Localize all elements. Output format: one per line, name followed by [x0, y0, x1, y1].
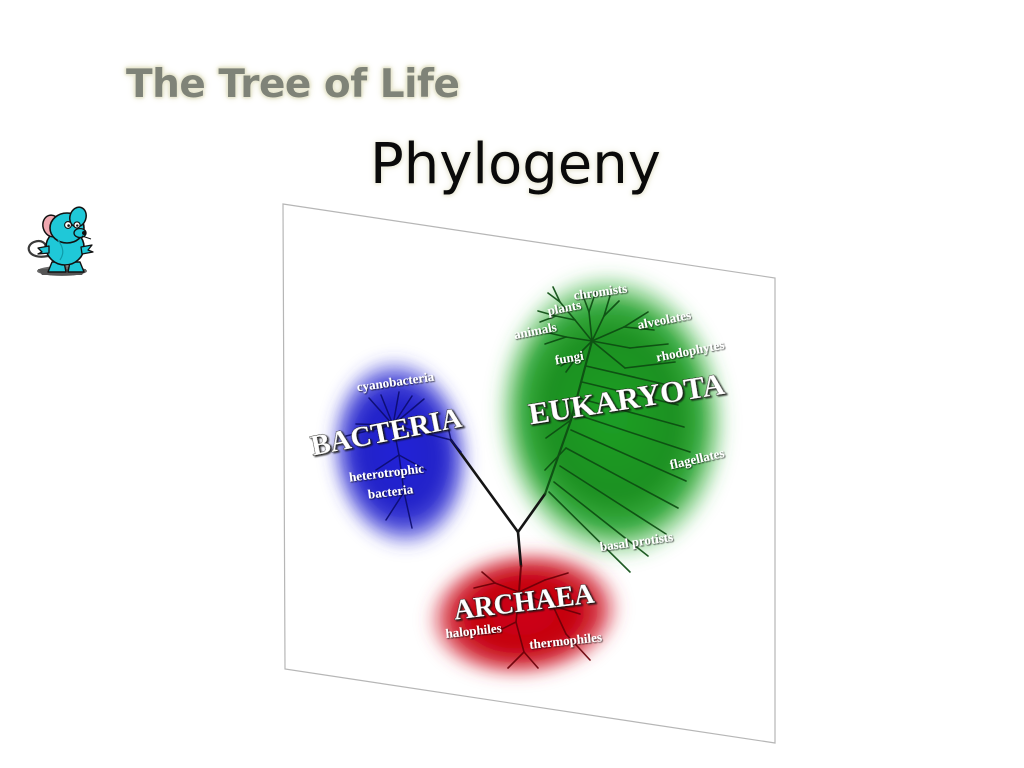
archaea-branches	[473, 565, 591, 669]
cartoon-mouse-clipart	[18, 200, 100, 282]
eukaryota-labels: chromists plants animals fungi alveolate…	[512, 280, 725, 554]
page-subtitle: Phylogeny	[370, 132, 661, 197]
label-animals: animals	[512, 319, 557, 342]
diagram-frame	[282, 203, 776, 744]
label-alveolates: alveolates	[636, 307, 692, 332]
label-flagellates: flagellates	[668, 445, 726, 472]
tree-root-branches	[449, 438, 547, 568]
label-halophiles: halophiles	[445, 620, 503, 641]
bacteria-domain-blob	[327, 355, 473, 551]
label-plants: plants	[546, 297, 582, 318]
page-title: The Tree of Life	[126, 62, 460, 107]
bacteria-labels: cyanobacteria heterotrophic bacteria	[348, 369, 435, 502]
eukaryota-domain-blob	[493, 269, 731, 563]
domain-label-bacteria: BACTERIA	[308, 402, 464, 463]
label-fungi: fungi	[554, 348, 585, 368]
label-heterotrophic-bacteria: bacteria	[367, 481, 414, 501]
archaea-labels: halophiles thermophiles	[445, 620, 603, 652]
label-thermophiles: thermophiles	[528, 629, 602, 652]
bacteria-branches	[345, 391, 462, 529]
domain-label-eukaryota: EUKARYOTA	[526, 366, 728, 432]
label-basal-protists: basal protists	[599, 529, 674, 554]
label-heterotrophic: heterotrophic	[348, 460, 425, 484]
archaea-domain-blob	[424, 547, 624, 681]
label-rhodophytes: rhodophytes	[655, 337, 726, 365]
label-cyanobacteria: cyanobacteria	[356, 369, 436, 395]
domain-label-archaea: ARCHAEA	[452, 578, 597, 626]
eukaryota-branches	[537, 286, 691, 573]
label-chromists: chromists	[573, 280, 629, 302]
